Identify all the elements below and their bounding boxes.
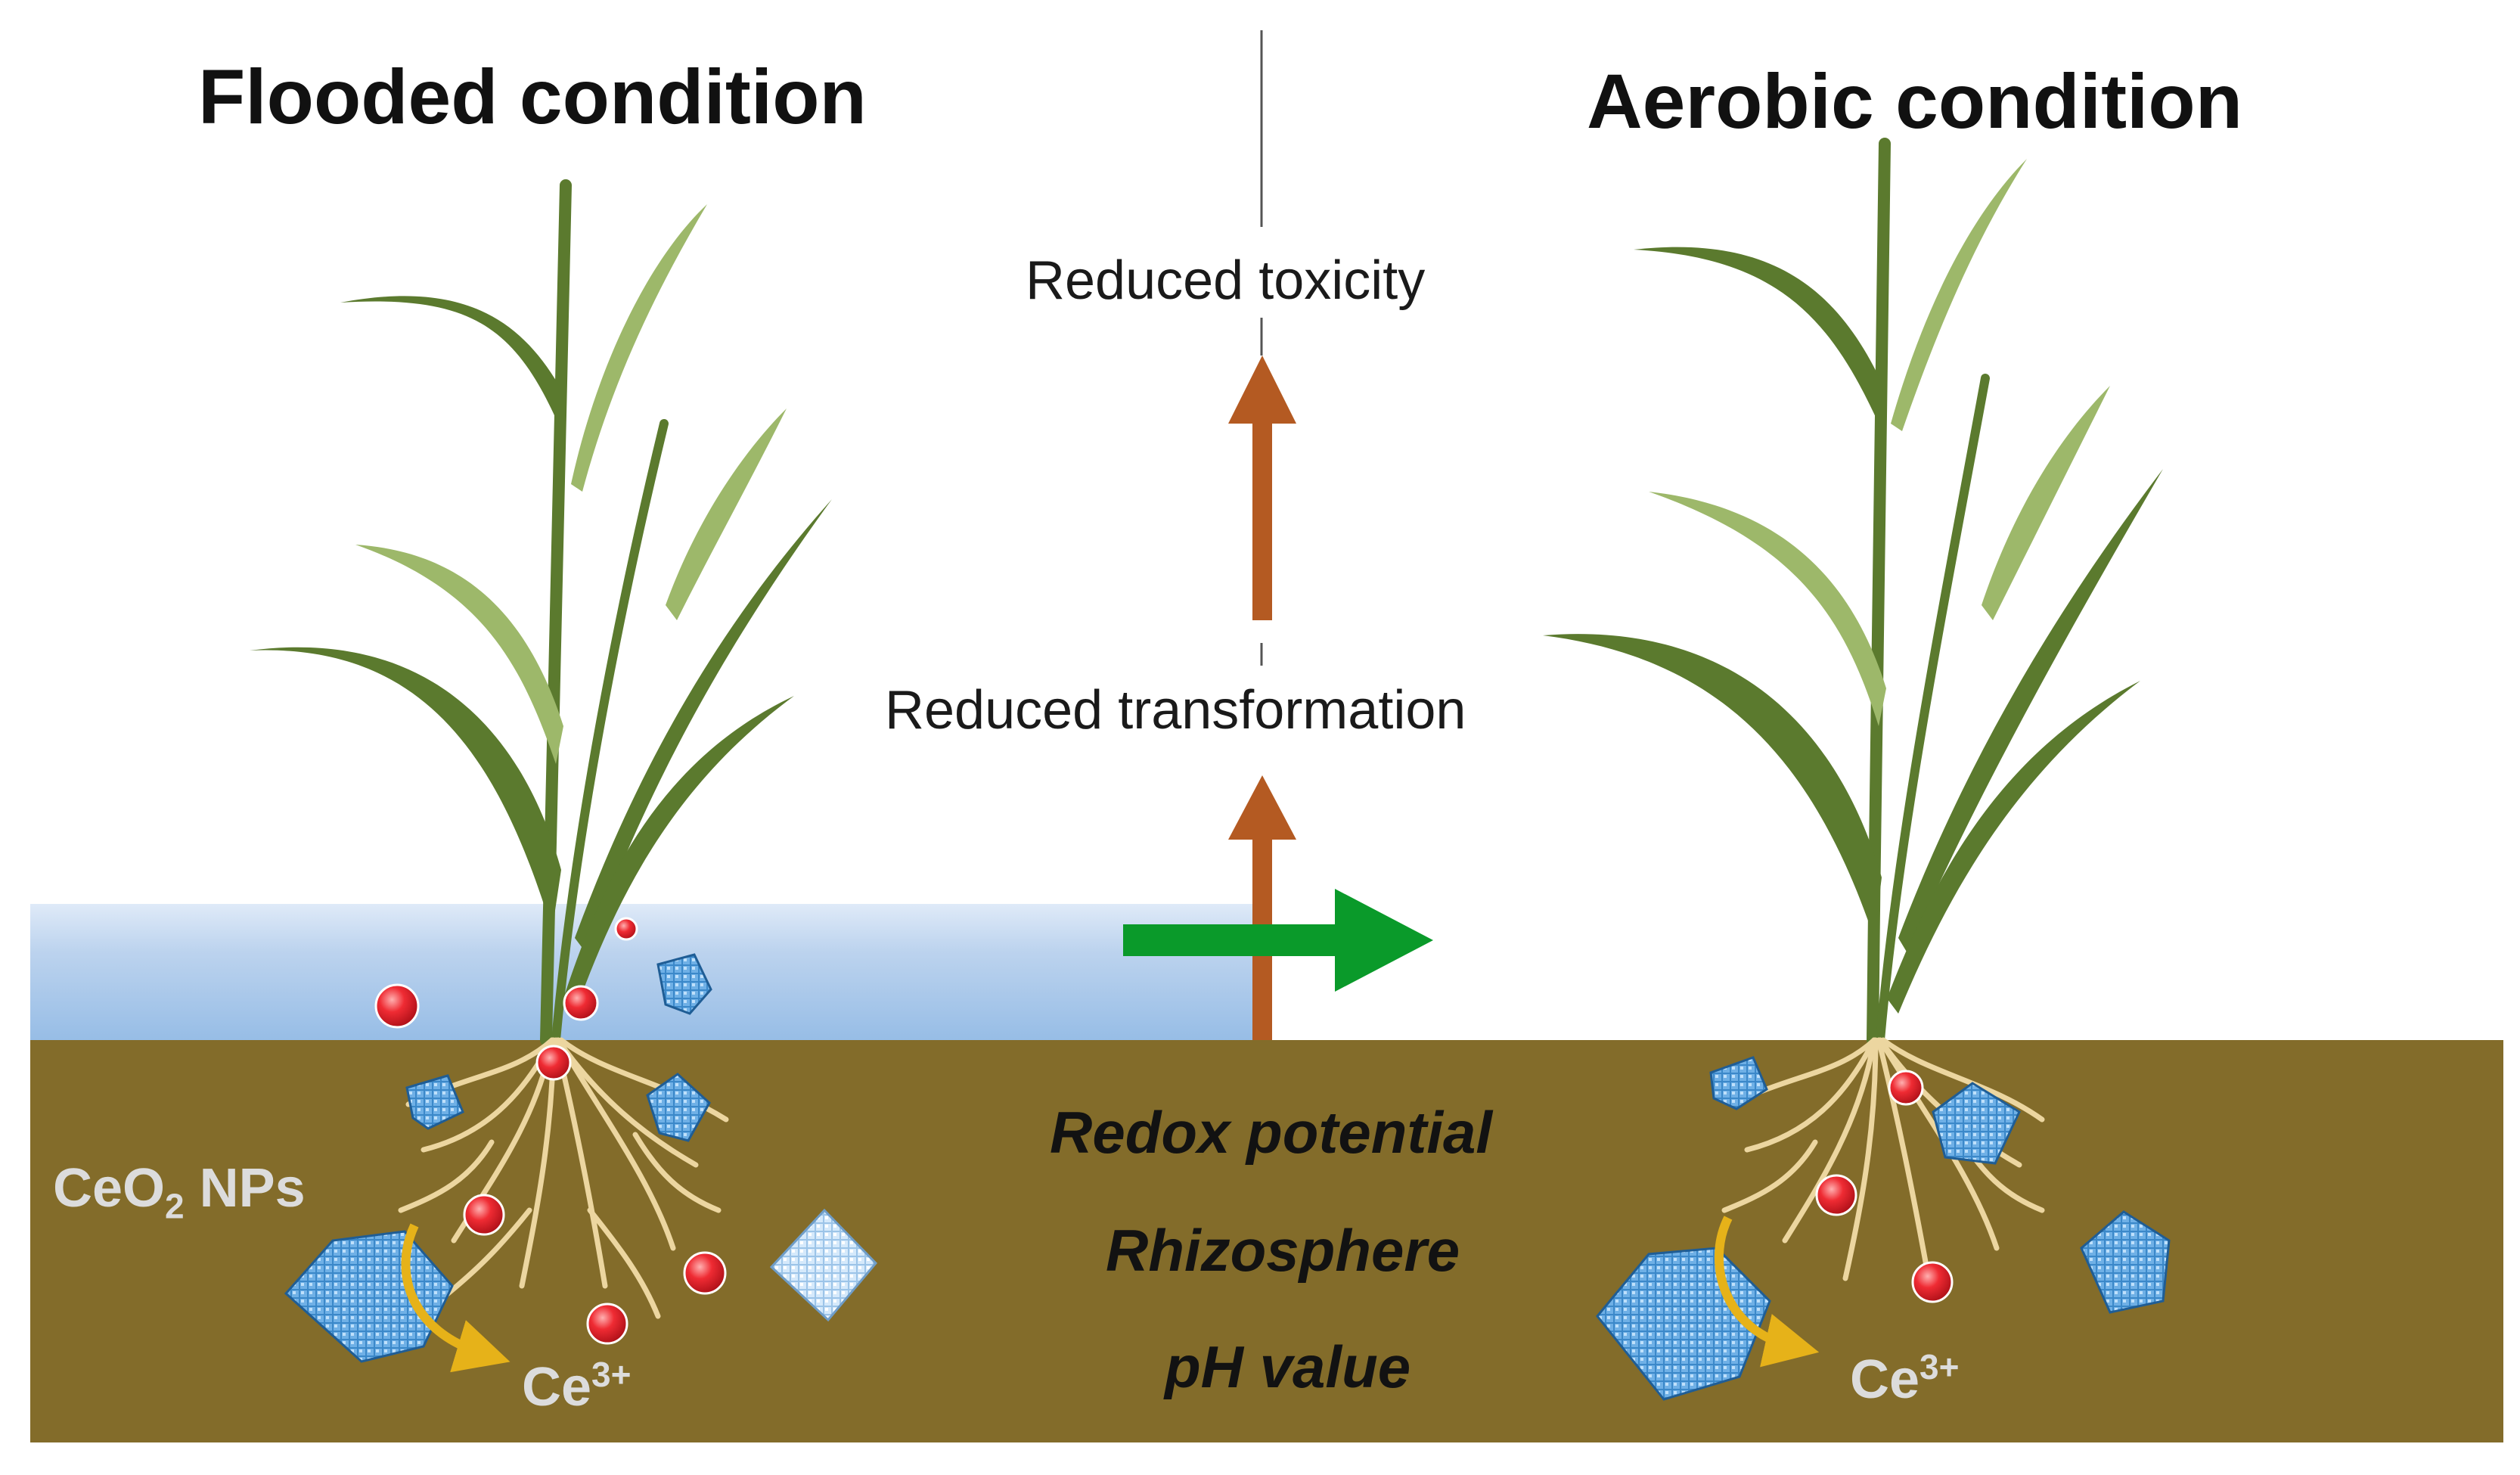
label-reduced-transformation: Reduced transformation — [885, 680, 1466, 741]
ce3-left-main: Ce — [522, 1357, 592, 1418]
crystal-small-1 — [405, 1074, 464, 1130]
label-ce3-right: Ce3+ — [1850, 1346, 1960, 1411]
soil-factor-ph: pH value — [1165, 1334, 1411, 1400]
soil-factor-rhizosphere: Rhizosphere — [1106, 1217, 1460, 1284]
ion-9 — [1815, 1174, 1857, 1216]
soil-factor-redox: Redox potential — [1050, 1099, 1493, 1166]
crystal-right-far — [2080, 1210, 2171, 1314]
brown-arrow-upper — [1228, 356, 1296, 620]
heading-aerobic: Aerobic condition — [1587, 58, 2242, 144]
label-reduced-toxicity: Reduced toxicity — [1026, 250, 1426, 311]
label-ce3-left: Ce3+ — [522, 1354, 632, 1418]
plant-right — [1543, 138, 2163, 1046]
ion-2 — [374, 983, 420, 1029]
crystal-large-left — [284, 1230, 454, 1363]
transform-arrow-right — [1714, 1216, 1820, 1368]
transform-arrow-left — [401, 1223, 511, 1373]
label-ceo2-nps: CeO2 NPs — [53, 1157, 306, 1226]
ion-10 — [1911, 1261, 1954, 1303]
crystal-light — [769, 1208, 878, 1322]
crystal-water — [656, 953, 712, 1015]
ion-6 — [683, 1251, 727, 1295]
crystal-right-mid — [1932, 1082, 2021, 1165]
ion-3 — [563, 985, 599, 1021]
crystal-small-2 — [646, 1073, 711, 1142]
ceo2-subscript: 2 — [165, 1186, 185, 1226]
ion-4 — [535, 1045, 572, 1081]
ce3-right-main: Ce — [1850, 1349, 1920, 1410]
ceo2-main: CeO — [53, 1158, 166, 1219]
green-arrow — [1123, 889, 1433, 992]
crystal-right-small — [1709, 1056, 1768, 1110]
ce3-right-charge: 3+ — [1919, 1347, 1960, 1386]
ion-5 — [463, 1194, 505, 1236]
ce3-left-charge: 3+ — [591, 1355, 632, 1394]
ion-8 — [1888, 1070, 1924, 1106]
ion-7 — [586, 1303, 628, 1345]
ion-1 — [614, 917, 638, 941]
plant-left — [250, 179, 832, 1046]
heading-flooded: Flooded condition — [198, 54, 867, 140]
ions — [374, 917, 1954, 1345]
water-layer — [30, 904, 1271, 1040]
ceo2-tail: NPs — [184, 1158, 306, 1219]
